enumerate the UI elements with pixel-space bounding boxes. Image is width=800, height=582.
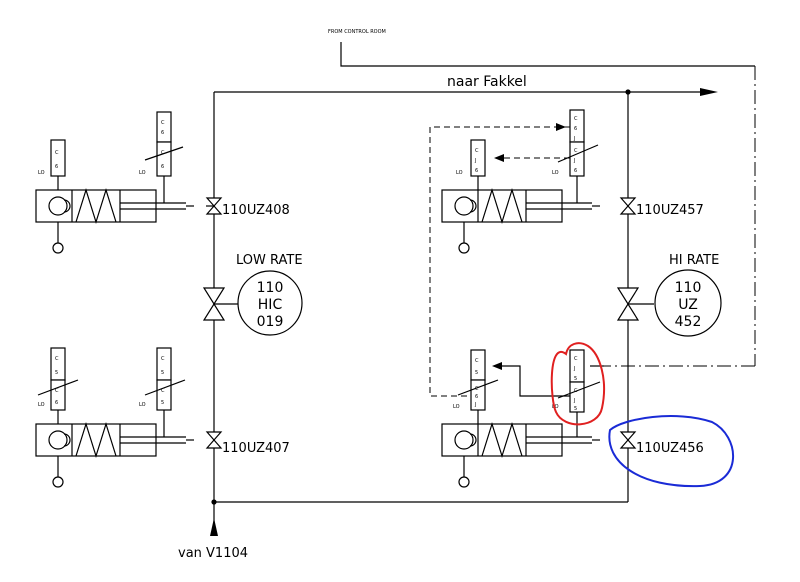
signal-line-bottom: [498, 365, 570, 397]
svg-text:J: J: [573, 366, 575, 372]
svg-text:5: 5: [574, 376, 577, 382]
svg-text:J: J: [474, 402, 476, 408]
svg-text:J: J: [573, 398, 575, 404]
valve-456-upper: [619, 431, 637, 441]
solenoid-bottom-left-single: C 5 C 6 LO: [37, 347, 79, 424]
svg-text:UZ: UZ: [678, 297, 698, 313]
control-valve-hi-lower: [616, 302, 640, 321]
svg-text:C: C: [574, 116, 578, 122]
svg-text:C: C: [475, 386, 479, 392]
svg-text:5: 5: [161, 400, 164, 406]
valve-408-lower: [205, 205, 223, 215]
svg-text:C: C: [161, 356, 165, 362]
valve-408-upper: [205, 197, 223, 207]
control-valve-low-upper: [202, 287, 226, 306]
svg-text:6: 6: [574, 168, 577, 174]
svg-text:C: C: [574, 148, 578, 154]
valve-tag-408: 110UZ408: [222, 203, 290, 218]
signal-arrow-icon: [492, 362, 502, 370]
valve-407-upper: [205, 431, 223, 441]
instrument-uz452: [654, 269, 722, 337]
flare-arrow-icon: [700, 88, 718, 96]
valve-457-upper: [619, 197, 637, 207]
solenoid-right-top-single: CJ 6 LO: [456, 139, 486, 190]
svg-text:LO: LO: [139, 402, 146, 408]
svg-text:C: C: [161, 150, 165, 156]
solenoid-right-top-double: C6J CJ6 LO: [552, 109, 599, 203]
svg-text:5: 5: [574, 406, 577, 412]
svg-text:LO: LO: [456, 170, 463, 176]
signal-dash-loop: [429, 126, 570, 397]
svg-text:LO: LO: [552, 170, 559, 176]
actuator-456: [441, 423, 601, 488]
svg-text:6: 6: [161, 130, 164, 136]
svg-text:6: 6: [475, 168, 478, 174]
svg-text:C: C: [55, 356, 59, 362]
svg-text:C: C: [574, 356, 578, 362]
svg-text:C: C: [55, 388, 59, 394]
valve-457-lower: [619, 205, 637, 215]
svg-text:5: 5: [475, 370, 478, 376]
svg-text:C: C: [475, 358, 479, 364]
valve-tag-456: 110UZ456: [636, 441, 704, 456]
valve-456-lower: [619, 439, 637, 449]
svg-text:6: 6: [161, 164, 164, 170]
svg-text:6: 6: [475, 394, 478, 400]
solenoid-bottom-left-double: C 5 C 5 LO: [139, 347, 186, 437]
hi-rate-label: HI RATE: [669, 253, 719, 268]
svg-text:6: 6: [55, 164, 58, 170]
svg-text:C: C: [55, 150, 59, 156]
svg-text:HIC: HIC: [258, 297, 283, 313]
svg-text:J: J: [573, 158, 575, 164]
inlet-arrow-icon: [210, 518, 218, 536]
naar-fakkel-label: naar Fakkel: [447, 74, 527, 90]
svg-text:C: C: [161, 388, 165, 394]
svg-text:6: 6: [55, 400, 58, 406]
svg-text:LO: LO: [38, 170, 45, 176]
signal-arrow-icon: [556, 123, 566, 131]
blue-highlight-circle: [608, 415, 734, 488]
svg-text:J: J: [474, 158, 476, 164]
svg-text:LO: LO: [453, 404, 460, 410]
svg-text:LO: LO: [38, 402, 45, 408]
from-control-room-label: FROM CONTROL ROOM: [328, 29, 386, 35]
actuator-457: [441, 189, 601, 254]
signal-arrow-icon: [494, 154, 504, 162]
control-valve-low-lower: [202, 302, 226, 321]
svg-text:110: 110: [675, 280, 702, 296]
solenoid-top-left-double: C 6 C 6 LO: [139, 111, 184, 203]
svg-text:C: C: [475, 148, 479, 154]
solenoid-right-bottom-double: CJ5 CJ5 LO: [552, 349, 601, 437]
junction-dot-icon: [211, 499, 217, 505]
svg-text:LO: LO: [139, 170, 146, 176]
van-v1104-label: van V1104: [178, 546, 248, 561]
actuator-408: [35, 189, 195, 254]
actuator-407: [35, 423, 195, 488]
low-rate-label: LOW RATE: [236, 253, 303, 268]
red-highlight-circle: [550, 342, 606, 426]
svg-text:6: 6: [574, 126, 577, 132]
instrument-hic019: [237, 270, 303, 336]
valve-tag-457: 110UZ457: [636, 203, 704, 218]
svg-text:C: C: [161, 120, 165, 126]
control-valve-hi-upper: [616, 287, 640, 306]
svg-text:110: 110: [257, 280, 284, 296]
valve-407-lower: [205, 439, 223, 449]
svg-text:5: 5: [161, 370, 164, 376]
svg-text:019: 019: [257, 314, 284, 330]
control-signal-line: [340, 42, 755, 67]
svg-text:J: J: [573, 136, 575, 142]
svg-text:452: 452: [675, 314, 702, 330]
solenoid-top-left-single: C 6 LO: [38, 139, 66, 190]
svg-text:5: 5: [55, 370, 58, 376]
valve-tag-407: 110UZ407: [222, 441, 290, 456]
solenoid-right-bottom-single: C 5 C 6J LO: [453, 349, 499, 424]
